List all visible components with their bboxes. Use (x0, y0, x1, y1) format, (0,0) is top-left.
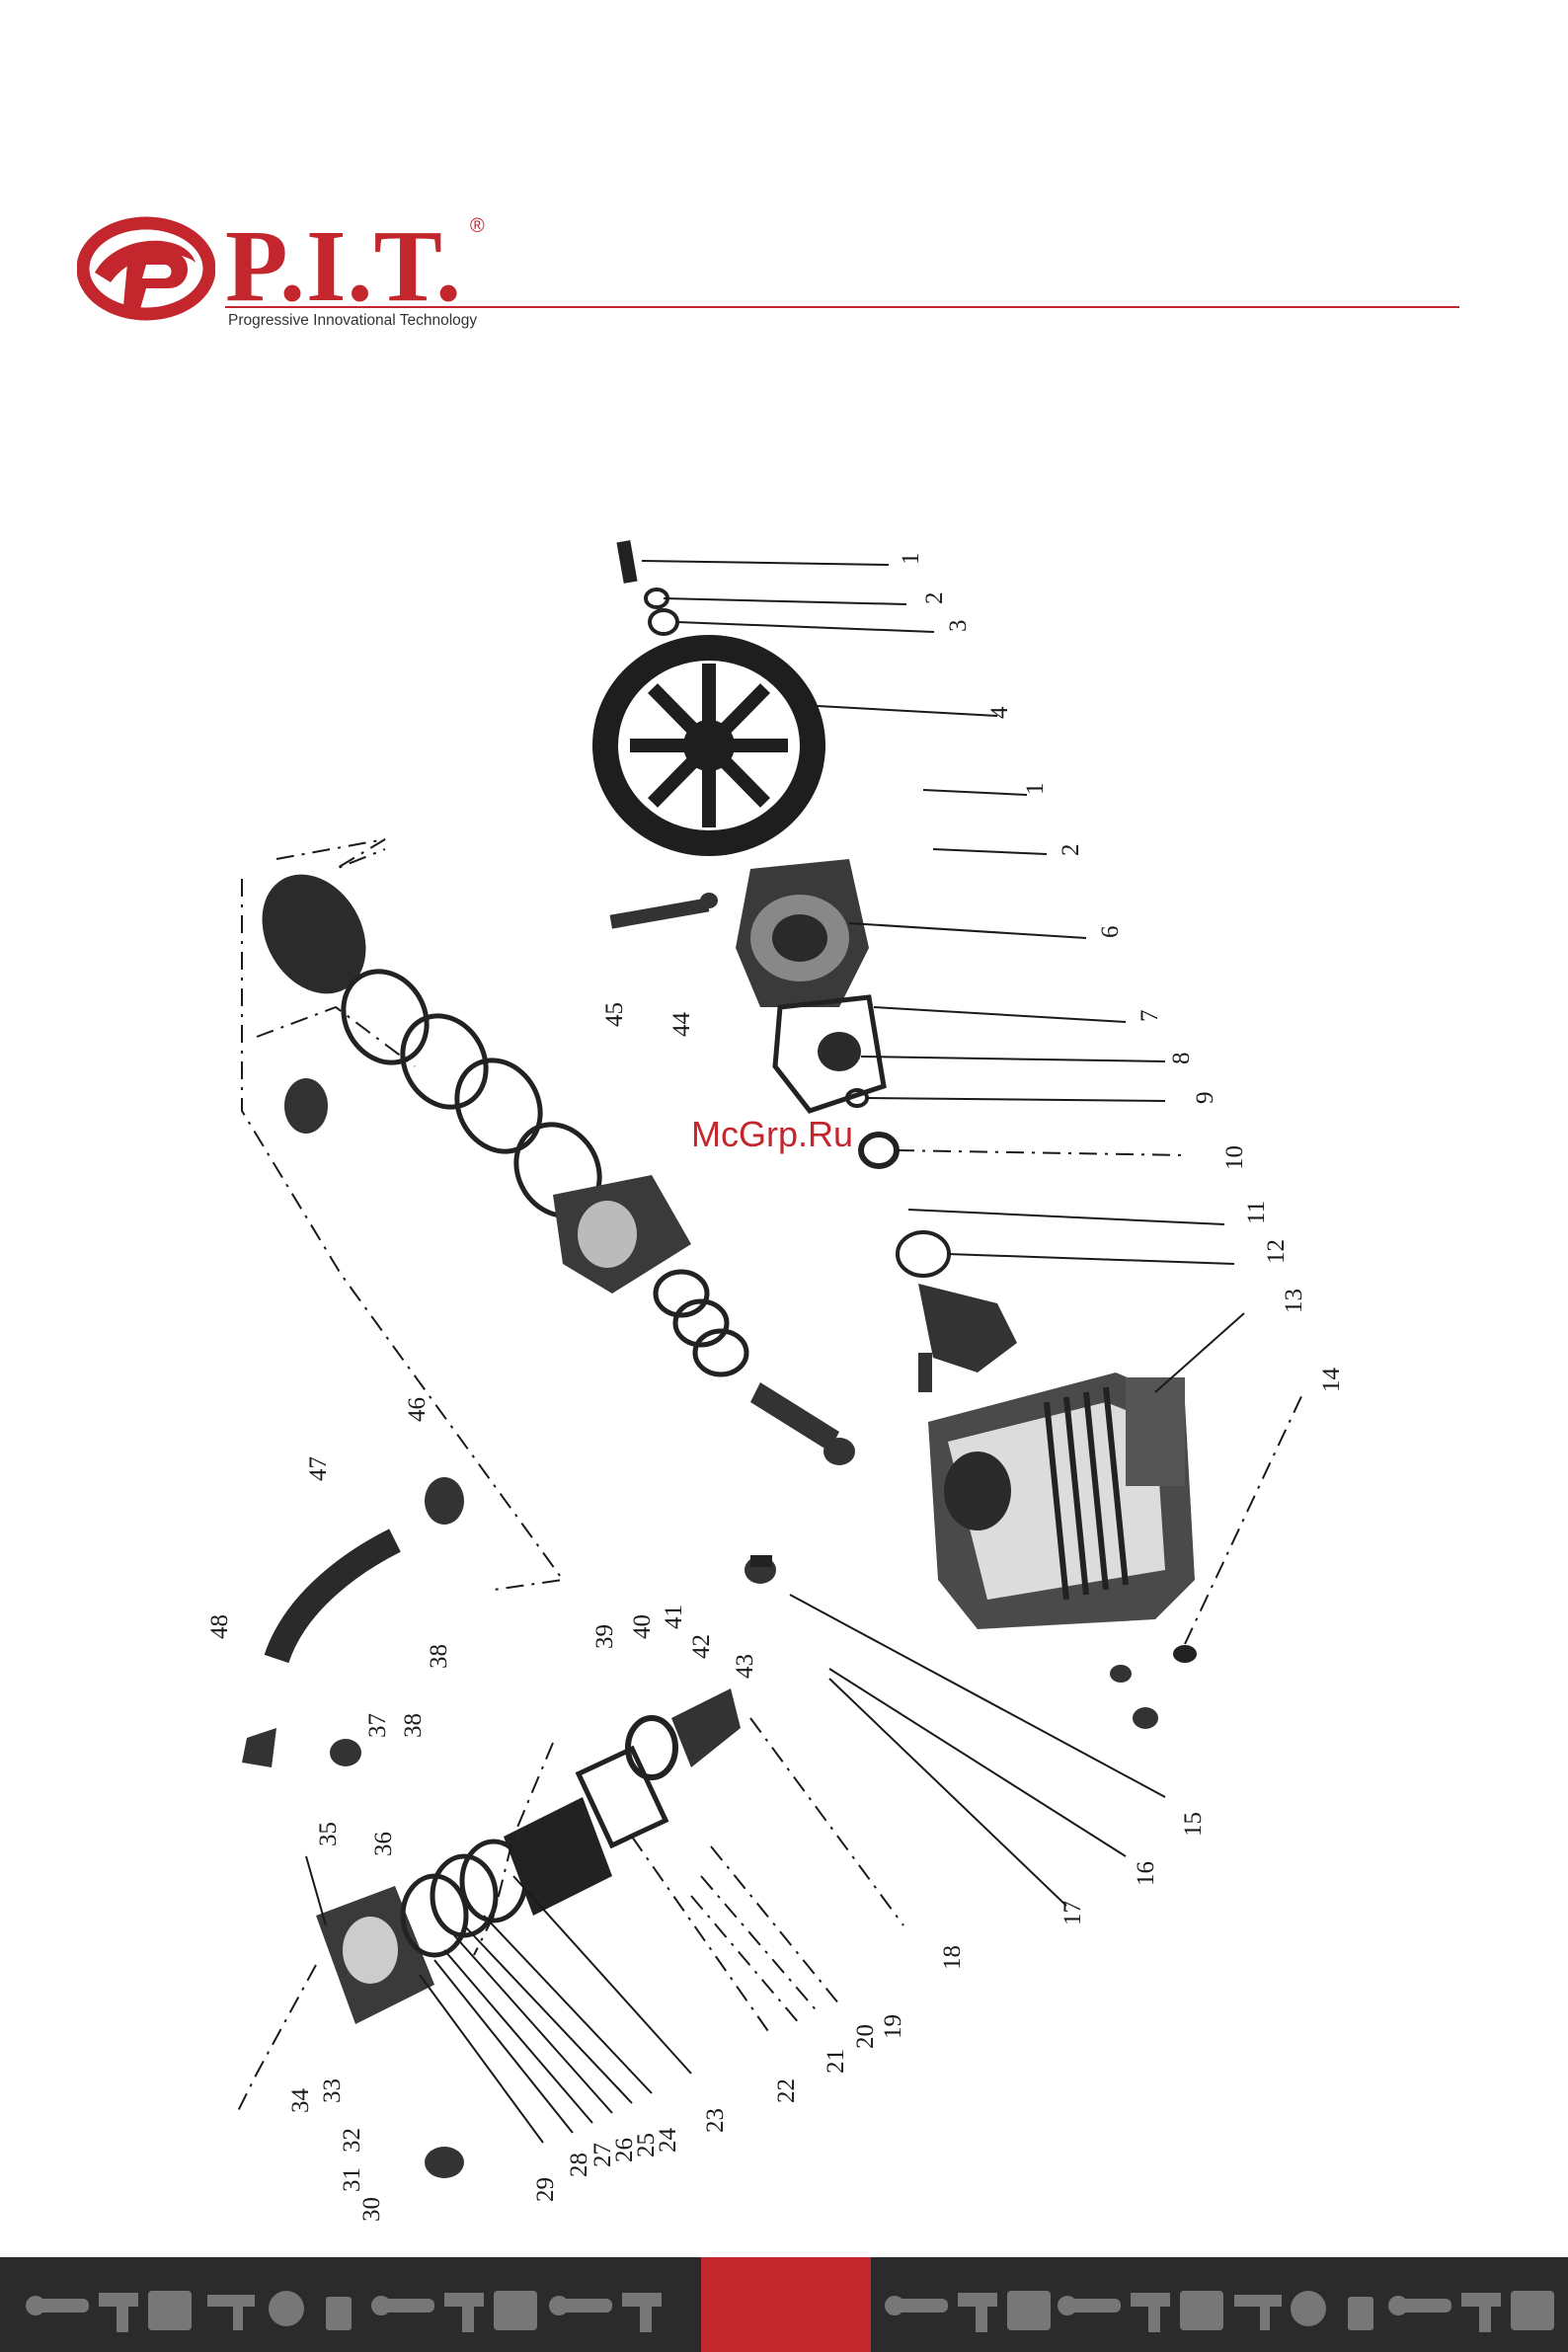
drain-parts (1110, 1645, 1197, 1729)
callout-43: 43 (732, 1654, 758, 1679)
concrete-mixer-icon (1291, 2291, 1326, 2326)
drill-icon (958, 2293, 997, 2332)
footer-tool-icons (0, 2257, 1568, 2352)
callout-33: 33 (319, 2078, 346, 2103)
callout-22: 22 (773, 2078, 800, 2103)
angle-grinder-icon (549, 2296, 612, 2315)
watermark-text: McGrp.Ru (691, 1114, 853, 1155)
callout-47: 47 (305, 1456, 332, 1481)
callout-34: 34 (287, 2088, 314, 2114)
callout-1b: 1 (1022, 783, 1049, 796)
tile-cutter-icon (1348, 2297, 1373, 2330)
shaft-45 (610, 893, 718, 929)
concrete-mixer-icon (269, 2291, 304, 2326)
hammer-drill-icon (1234, 2295, 1282, 2330)
drill-icon (99, 2293, 138, 2332)
generator-icon (494, 2291, 537, 2330)
callout-44: 44 (668, 1012, 695, 1038)
crankcase-block (928, 1372, 1195, 1629)
cover-gasket (775, 997, 884, 1111)
callout-36: 36 (370, 1832, 397, 1856)
callout-30: 30 (358, 2197, 385, 2222)
callout-31: 31 (339, 2167, 365, 2192)
callout-19: 19 (880, 2014, 906, 2039)
callout-17: 17 (1059, 1901, 1086, 1925)
drill-icon (1461, 2293, 1501, 2332)
callout-39: 39 (591, 1624, 618, 1649)
drill-icon (1131, 2293, 1170, 2332)
callout-20: 20 (852, 2024, 879, 2049)
callout-29: 29 (532, 2177, 559, 2202)
angle-grinder-icon (885, 2296, 948, 2315)
callout-23: 23 (702, 2108, 729, 2133)
pulley-wheel (592, 635, 825, 856)
callout-6: 6 (1097, 926, 1124, 939)
hammer-drill-icon (207, 2295, 255, 2330)
angle-grinder-icon (26, 2296, 89, 2315)
callout-15: 15 (1180, 1812, 1207, 1837)
crankshaft (918, 1284, 1017, 1392)
callout-3: 3 (945, 620, 972, 633)
callout-2a: 2 (921, 592, 948, 605)
tile-cutter-icon (326, 2297, 352, 2330)
callout-16: 16 (1133, 1861, 1159, 1886)
callout-12: 12 (1263, 1239, 1290, 1264)
callout-41: 41 (661, 1605, 687, 1629)
lower-cylinder-stack (316, 1688, 741, 2178)
callout-48: 48 (206, 1614, 233, 1639)
callout-8: 8 (1168, 1053, 1195, 1065)
callout-4: 4 (986, 706, 1013, 719)
generator-icon (148, 2291, 192, 2330)
callout-37: 37 (364, 1713, 391, 1738)
callout-21: 21 (823, 2049, 849, 2074)
angle-grinder-icon (1058, 2296, 1121, 2315)
callout-1a: 1 (898, 553, 924, 566)
generator-icon (1007, 2291, 1051, 2330)
bearing-parts (861, 1135, 949, 1276)
callout-27: 27 (589, 2143, 616, 2167)
callout-32: 32 (339, 2128, 365, 2153)
callout-13: 13 (1281, 1289, 1307, 1313)
callout-2b: 2 (1058, 844, 1084, 857)
angle-grinder-icon (371, 2296, 434, 2315)
pulley-bolt (616, 540, 677, 634)
callout-7: 7 (1137, 1010, 1163, 1023)
callout-9: 9 (1192, 1092, 1218, 1105)
callout-18: 18 (939, 1945, 966, 1970)
front-housing (736, 859, 869, 1007)
callout-35: 35 (315, 1822, 342, 1846)
drill-icon (622, 2293, 662, 2332)
callout-42: 42 (688, 1634, 715, 1659)
drill-icon (444, 2293, 484, 2332)
callout-38b: 38 (426, 1644, 452, 1669)
callout-46: 46 (404, 1397, 431, 1422)
callout-10: 10 (1221, 1145, 1248, 1170)
angle-grinder-icon (1388, 2296, 1451, 2315)
callout-38a: 38 (400, 1713, 427, 1738)
callout-14: 14 (1318, 1368, 1345, 1393)
callout-28: 28 (566, 2153, 592, 2177)
callout-11: 11 (1243, 1201, 1270, 1224)
callout-40: 40 (629, 1614, 656, 1639)
generator-icon (1180, 2291, 1223, 2330)
callout-45: 45 (601, 1002, 628, 1027)
generator-icon (1511, 2291, 1554, 2330)
